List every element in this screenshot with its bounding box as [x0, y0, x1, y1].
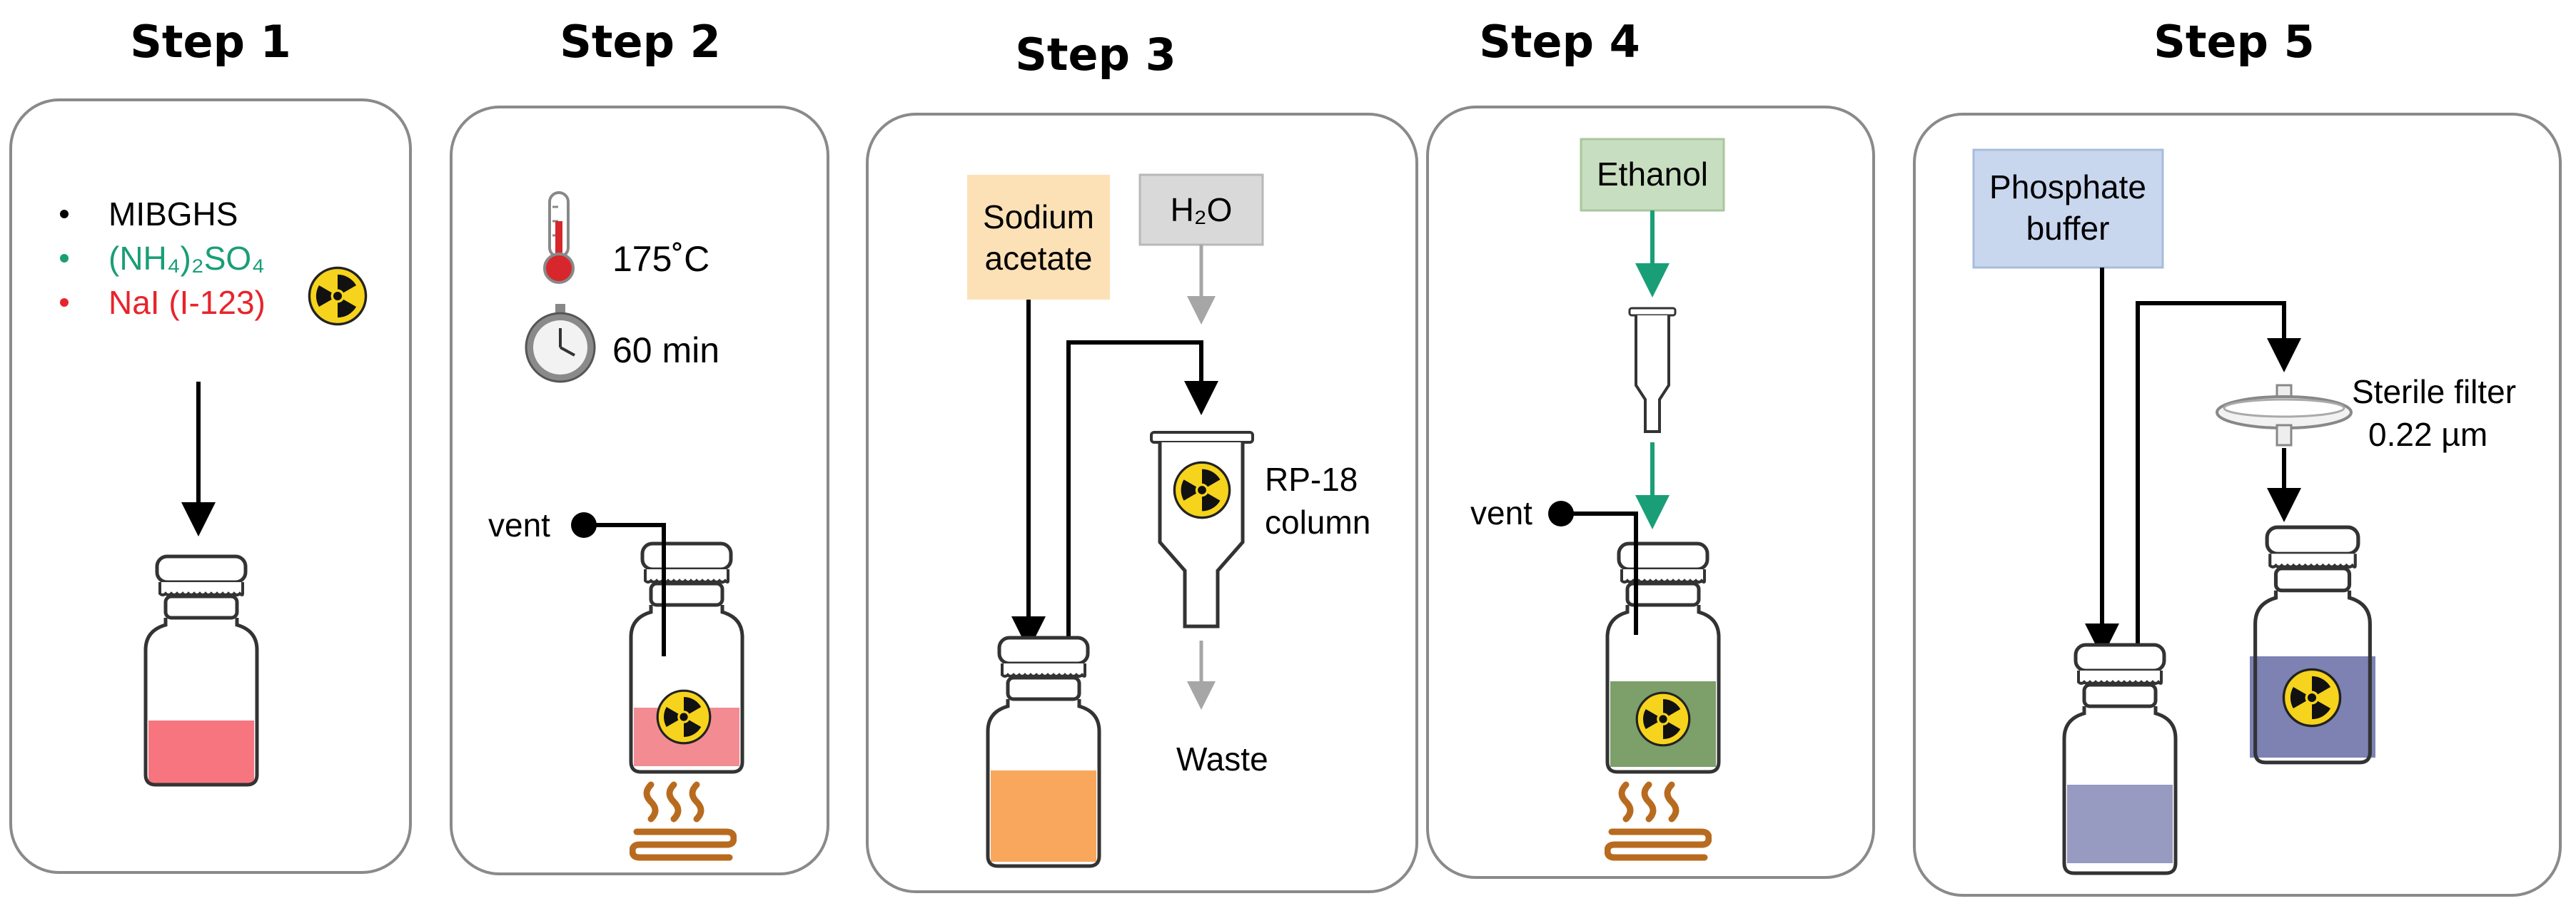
sodium-acetate-box: [967, 175, 1110, 300]
filter-label-line1: Sterile filter: [2352, 373, 2516, 410]
bullet-icon: [60, 210, 69, 218]
stopwatch-icon: [525, 304, 596, 383]
step1-title: Step 1: [130, 16, 291, 68]
syringe-filter-icon: [2216, 384, 2353, 447]
phosphate-buffer-box: [1972, 148, 2164, 269]
ingredient-nai: NaI (I-123): [108, 284, 266, 321]
radiation-icon: [308, 266, 368, 326]
vent-label-step4: vent: [1470, 494, 1532, 531]
step2-title: Step 2: [560, 16, 720, 68]
waste-label: Waste: [1176, 740, 1268, 778]
step3-vial-icon: [988, 638, 1099, 866]
vent-line: [584, 523, 666, 656]
filter-label-line2: 0.22 µm: [2368, 416, 2487, 453]
step1-ingredient-list: MIBGHS (NH₄)₂SO₄ NaI (I-123): [60, 195, 266, 321]
step2-panel: [450, 106, 829, 875]
step3-title: Step 3: [1015, 29, 1176, 81]
transfer-line: [1066, 340, 1218, 646]
time-label: 60 min: [612, 330, 719, 370]
radiation-icon: [1635, 691, 1691, 747]
vent-label: vent: [488, 507, 550, 544]
thermometer-icon: [543, 191, 575, 284]
bullet-icon: [60, 254, 69, 263]
step5-title: Step 5: [2153, 16, 2314, 68]
phosphate-label-line2: buffer: [2026, 210, 2110, 247]
bullet-icon: [60, 298, 69, 307]
temperature-label: 175˚C: [612, 239, 709, 279]
column-label-line2: column: [1265, 504, 1370, 541]
cartridge-icon: [1628, 307, 1677, 433]
step1-vial-icon: [146, 556, 257, 785]
transfer-line: [2136, 301, 2301, 653]
radiation-icon: [2282, 668, 2342, 728]
ingredient-mibghs: MIBGHS: [108, 195, 238, 233]
ingredient-ammonium-sulfate: (NH₄)₂SO₄: [108, 240, 265, 277]
radiation-icon: [1173, 461, 1231, 519]
ethanol-box: [1580, 138, 1725, 212]
sodium-acetate-label-line2: acetate: [985, 240, 1093, 277]
phosphate-label-line1: Phosphate: [1989, 168, 2146, 205]
column-label-line1: RP-18: [1265, 461, 1358, 498]
step4-title: Step 4: [1479, 16, 1640, 68]
sodium-acetate-label-line1: Sodium: [983, 198, 1094, 235]
radiation-icon: [656, 689, 712, 745]
step5-panel: [1913, 113, 2562, 897]
water-label: H₂O: [1171, 191, 1233, 228]
step5-buffer-vial-icon: [2064, 645, 2176, 873]
vent-line: [1561, 511, 1638, 635]
step3-panel: [866, 113, 1418, 893]
ethanol-label: Ethanol: [1597, 156, 1708, 193]
